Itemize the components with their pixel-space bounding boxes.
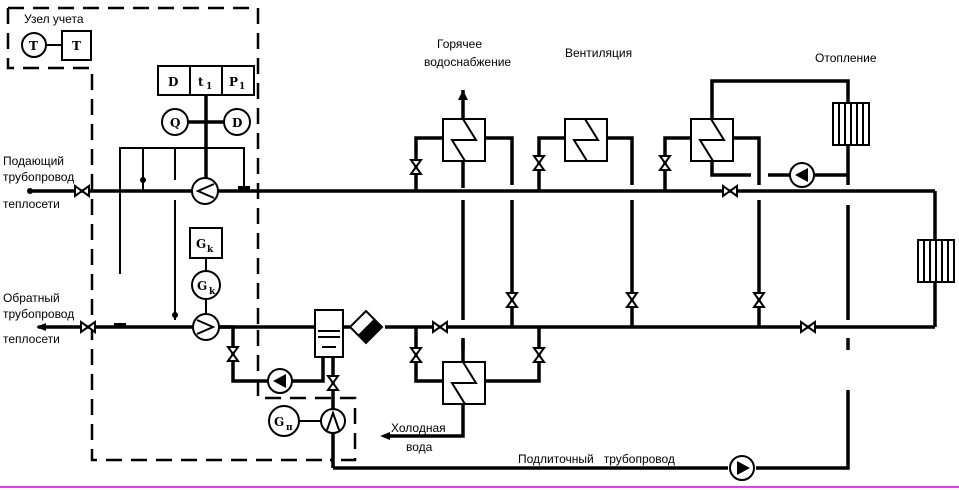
bottom-border (0, 486, 959, 488)
radiator-right-icon (917, 239, 955, 283)
return-label-3: теплосети (3, 332, 60, 346)
cold-water-label-1: Холодная (391, 421, 446, 435)
t1-box-label: t (198, 75, 204, 89)
supply-label-3: теплосети (3, 197, 60, 211)
t1-box-sub: 1 (206, 82, 212, 92)
gn-circle-label: G (274, 415, 284, 429)
return-label-2: трубопровод (3, 307, 74, 321)
return-label-1: Обратный (3, 291, 60, 305)
water-treatment-unit (314, 309, 344, 358)
makeup-pipe-label: Подлиточный трубопровод (518, 452, 675, 466)
gn-circle-sub: п (286, 423, 293, 433)
metering-unit-label: Узел учета (24, 12, 84, 26)
temperature-box (61, 30, 92, 61)
heating-label: Отопление (815, 51, 877, 65)
cold-water-label-2: вода (406, 440, 433, 454)
gk-box-sub: k (207, 245, 214, 255)
gn-circle-icon (268, 405, 300, 437)
hot-water-heat-exchanger (410, 90, 514, 191)
hot-water-label-2: водоснабжение (424, 55, 511, 69)
q-circle-label: Q (170, 116, 180, 130)
heat-quantity-circle-icon (161, 108, 189, 136)
supply-label-2: трубопровод (3, 170, 74, 184)
d-box-label: D (168, 75, 178, 89)
radiator-top-icon (832, 102, 870, 146)
filter-icon (348, 309, 384, 345)
gk-circle-label: G (197, 279, 207, 293)
return-pipeline (36, 321, 935, 333)
p1-box-label: P (229, 75, 238, 89)
d-circle-label: D (232, 116, 242, 130)
supply-pipeline (27, 185, 935, 197)
d-circle-icon (223, 108, 251, 136)
gk-circle-sub: k (209, 287, 216, 297)
p1-box-sub: 1 (239, 82, 245, 92)
ventilation-heat-exchanger (533, 118, 634, 191)
hot-water-label-1: Горячее (437, 37, 482, 51)
makeup-pipeline (333, 390, 850, 481)
gk-box-label: G (196, 237, 206, 251)
temperature-instrument-pair: T T (21, 30, 92, 61)
heating-heat-exchanger (659, 79, 850, 191)
supply-label-1: Подающий (3, 154, 64, 168)
t-box-label: T (72, 39, 81, 53)
metering-unit-boundary (6, 6, 357, 462)
cold-water-heat-exchanger (380, 327, 545, 440)
meter-display-boxes: D t 1 P 1 (157, 65, 255, 96)
t-circle-label: T (29, 39, 38, 53)
ventilation-label: Вентиляция (565, 46, 632, 60)
